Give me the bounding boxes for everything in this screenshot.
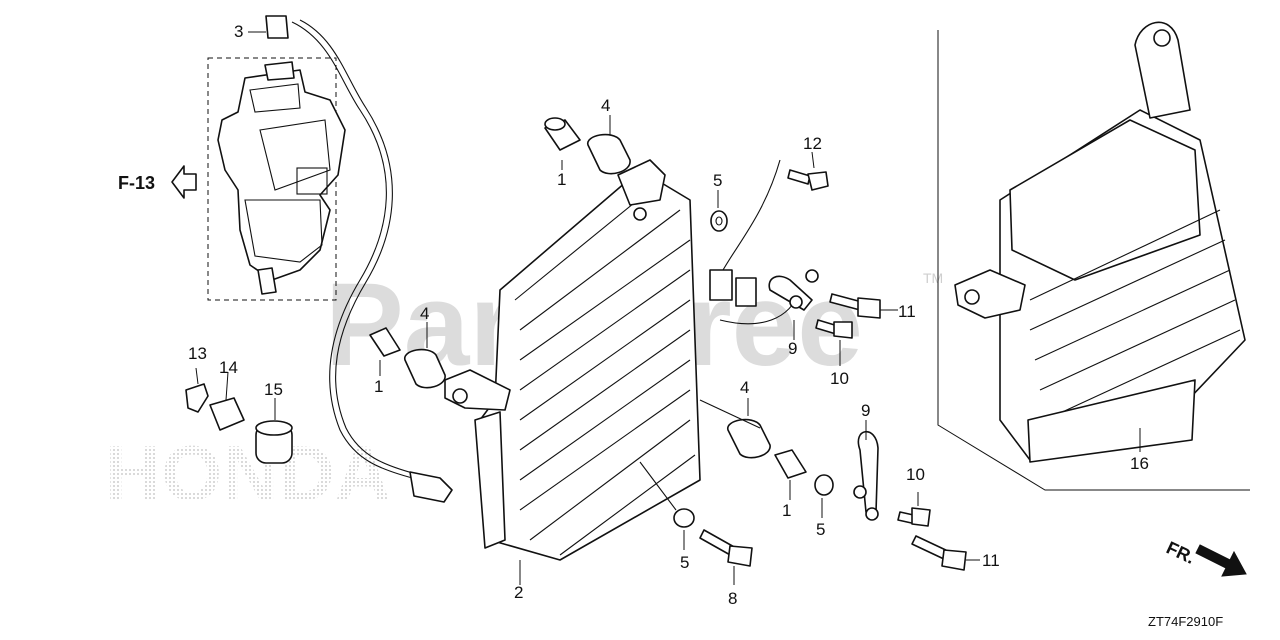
washers bbox=[673, 190, 834, 550]
callout-8: 8 bbox=[728, 589, 737, 608]
callout-15: 15 bbox=[264, 380, 283, 399]
parts-13-14-15 bbox=[185, 367, 293, 464]
carburetor-assembly bbox=[207, 57, 346, 301]
f13-reference: F-13 bbox=[118, 165, 197, 199]
part-3-clip bbox=[248, 15, 289, 39]
callout-12: 12 bbox=[803, 134, 822, 153]
callout-1-left: 1 bbox=[374, 377, 383, 396]
front-direction-indicator: FR. bbox=[1163, 537, 1247, 577]
callout-5-top: 5 bbox=[713, 171, 722, 190]
callout-5-bottom: 5 bbox=[680, 553, 689, 572]
bolts bbox=[699, 151, 980, 585]
part-2-inverter bbox=[444, 159, 701, 585]
callout-4-right: 4 bbox=[740, 378, 749, 397]
callout-10-left: 10 bbox=[830, 369, 849, 388]
callout-10-right: 10 bbox=[906, 465, 925, 484]
callout-11-top: 11 bbox=[898, 302, 916, 321]
callout-2: 2 bbox=[514, 583, 523, 602]
figure-code: ZT74F2910F bbox=[1148, 614, 1223, 629]
brand-watermark: HONDA bbox=[105, 429, 391, 517]
callout-9-left: 9 bbox=[788, 339, 797, 358]
svg-text:F-13: F-13 bbox=[118, 173, 155, 193]
callout-3: 3 bbox=[234, 22, 243, 41]
callout-11-bottom: 11 bbox=[982, 551, 1000, 570]
callout-13: 13 bbox=[188, 344, 207, 363]
callout-4-left: 4 bbox=[420, 304, 429, 323]
callout-4-top: 4 bbox=[601, 96, 610, 115]
wire-harness bbox=[291, 19, 453, 503]
callout-14: 14 bbox=[219, 358, 238, 377]
svg-text:TM: TM bbox=[923, 270, 943, 286]
svg-text:FR.: FR. bbox=[1163, 537, 1198, 567]
part-16-inverter-assembly bbox=[937, 21, 1250, 491]
spacers-and-grommets bbox=[369, 115, 807, 500]
svg-text:HONDA: HONDA bbox=[105, 429, 391, 517]
ground-terminals bbox=[768, 269, 879, 521]
callout-5-right: 5 bbox=[816, 520, 825, 539]
inverter-connectors bbox=[639, 159, 801, 511]
callout-16: 16 bbox=[1130, 454, 1149, 473]
callout-labels: 3 4 1 12 5 4 1 11 9 10 13 14 15 4 9 10 1… bbox=[188, 22, 1149, 608]
callout-1-top: 1 bbox=[557, 170, 566, 189]
callout-1-right: 1 bbox=[782, 501, 791, 520]
callout-9-right: 9 bbox=[861, 401, 870, 420]
